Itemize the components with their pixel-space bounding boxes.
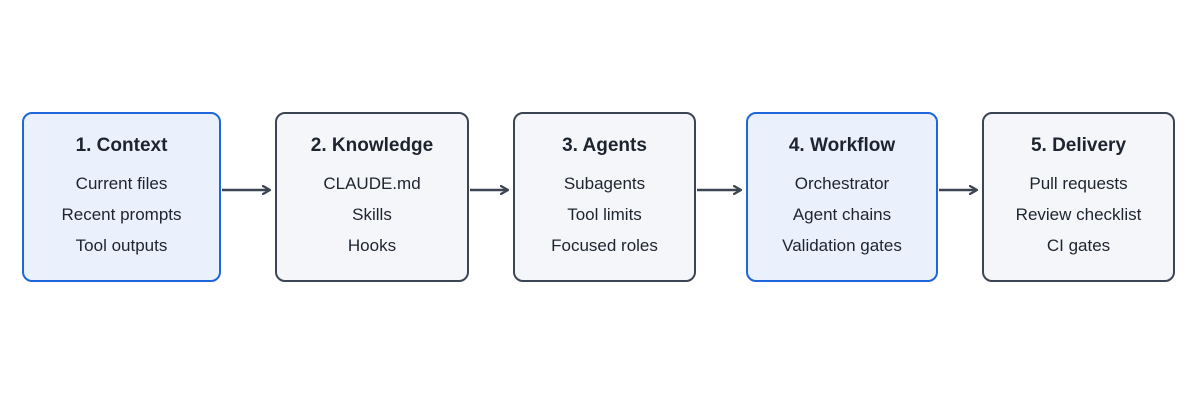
stage-item: Hooks — [347, 236, 397, 255]
stage-box-knowledge: 2. Knowledge CLAUDE.md Skills Hooks — [275, 112, 469, 282]
stage-item: Focused roles — [551, 236, 658, 255]
stage-title: 3. Agents — [562, 135, 647, 156]
stage-box-delivery: 5. Delivery Pull requests Review checkli… — [982, 112, 1175, 282]
stage-title: 2. Knowledge — [310, 135, 434, 156]
stage-item: Agent chains — [792, 205, 892, 224]
stage-item: CLAUDE.md — [323, 174, 421, 193]
stage-item: Tool outputs — [75, 236, 168, 255]
stage-item: Subagents — [563, 174, 646, 193]
stage-item: Orchestrator — [794, 174, 890, 193]
stage-item: Validation gates — [782, 236, 902, 255]
stage-box-workflow: 4. Workflow Orchestrator Agent chains Va… — [746, 112, 938, 282]
stage-title: 4. Workflow — [788, 135, 896, 156]
stage-item: Recent prompts — [61, 205, 182, 224]
stage-item: Pull requests — [1029, 174, 1128, 193]
stage-item: Review checklist — [1015, 205, 1142, 224]
stage-title: 1. Context — [75, 135, 168, 156]
stage-title: 5. Delivery — [1030, 135, 1127, 156]
stage-box-context: 1. Context Current files Recent prompts … — [22, 112, 221, 282]
stage-item: Tool limits — [567, 205, 642, 224]
stage-box-agents: 3. Agents Subagents Tool limits Focused … — [513, 112, 696, 282]
stage-item: Current files — [75, 174, 168, 193]
stage-item: CI gates — [1046, 236, 1111, 255]
stage-item: Skills — [352, 205, 392, 224]
